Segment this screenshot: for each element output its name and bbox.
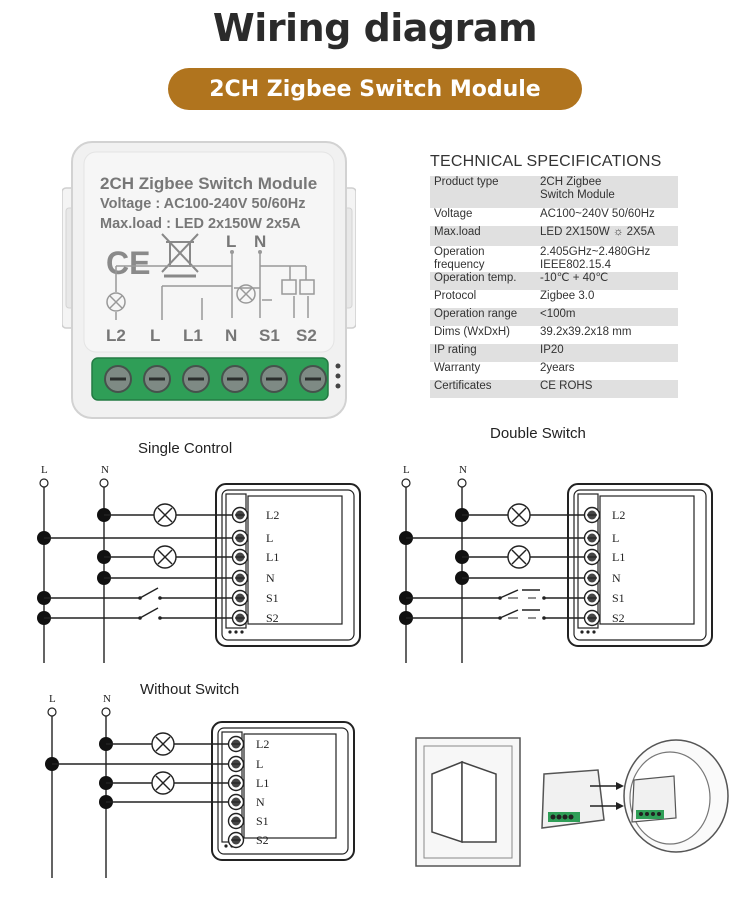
product-banner: 2CH Zigbee Switch Module	[168, 68, 582, 110]
spec-row: Certificates CE ROHS	[430, 380, 678, 398]
terminal-label: S1	[266, 591, 279, 605]
spec-key: Max.load	[434, 226, 481, 238]
spec-row: Dims (WxDxH) 39.2x39.2x18 mm	[430, 326, 678, 344]
spec-key: Operation temp.	[434, 272, 517, 284]
spec-value: IP20	[540, 344, 564, 356]
module-maxload: Max.load : LED 2x150W 2x5A	[100, 216, 301, 232]
spec-value: -10℃ + 40℃	[540, 272, 609, 284]
product-banner-label: 2CH Zigbee Switch Module	[209, 76, 541, 102]
terminal-label: S1	[256, 814, 269, 828]
terminal-point	[457, 478, 467, 488]
terminal-label: S2	[612, 611, 625, 625]
module-name: 2CH Zigbee Switch Module	[100, 174, 318, 193]
terminal-label: L2	[256, 737, 269, 751]
caption-without-switch: Without Switch	[140, 681, 240, 698]
terminal-label: L1	[266, 550, 279, 564]
module-terminal-label: N	[225, 326, 238, 345]
terminal-label: L2	[266, 508, 279, 522]
spec-value: <100m	[540, 308, 576, 320]
module-top-label-n: N	[254, 232, 267, 251]
terminal-label: N	[612, 571, 621, 585]
line-label-n: N	[101, 464, 109, 476]
terminal-label: L2	[612, 508, 625, 522]
specs-title: TECHNICAL SPECIFICATIONS	[430, 153, 662, 170]
installation-illustration	[415, 737, 729, 867]
terminal-label: L1	[612, 550, 625, 564]
terminal-label: L	[266, 531, 273, 545]
spec-row: Warranty 2years	[430, 362, 678, 380]
spec-key: Operation frequency	[434, 246, 485, 271]
spec-value: Zigbee 3.0	[540, 290, 595, 302]
module-voltage: Voltage : AC100-240V 50/60Hz	[100, 196, 306, 212]
spec-value: 2.405GHz~2.480GHz IEEE802.15.4	[540, 246, 651, 271]
terminal-label: S2	[266, 611, 279, 625]
spec-value: AC100~240V 50/60Hz	[540, 208, 655, 220]
module-top-label-l: L	[226, 232, 237, 251]
ce-mark-icon: CE	[106, 245, 150, 281]
spec-value: 39.2x39.2x18 mm	[540, 326, 632, 338]
caption-double-switch: Double Switch	[490, 425, 586, 442]
module-terminal-label: L1	[183, 326, 203, 345]
caption-single-control: Single Control	[138, 440, 233, 457]
module-body-drawing: CE	[62, 141, 356, 419]
terminal-screws	[104, 365, 327, 393]
spec-key: Warranty	[434, 362, 481, 374]
spec-row: Protocol Zigbee 3.0	[430, 290, 678, 308]
rocker-left	[431, 760, 463, 844]
line-label-l: L	[403, 464, 410, 476]
module-outline	[567, 483, 713, 647]
module-terminal-label: L	[150, 326, 161, 345]
spec-key: Dims (WxDxH)	[434, 326, 511, 338]
spec-key: Operation range	[434, 308, 518, 320]
spec-row: Operation frequency 2.405GHz~2.480GHz IEE…	[430, 246, 678, 272]
line-label-n: N	[103, 693, 111, 705]
spec-key: IP rating	[434, 344, 477, 356]
spec-row: Operation temp. -10℃ + 40℃	[430, 272, 678, 290]
terminal-point	[47, 707, 57, 717]
terminal-point	[39, 478, 49, 488]
module-illustration: CE	[62, 138, 356, 422]
line-label-l: L	[49, 693, 56, 705]
spec-row: Operation range <100m	[430, 308, 678, 326]
terminal-label: L1	[256, 776, 269, 790]
module-terminal-label: S2	[296, 326, 317, 345]
terminal-point	[401, 478, 411, 488]
module-terminal-label: L2	[106, 326, 126, 345]
line-label-n: N	[459, 464, 467, 476]
spec-value: LED 2X150W ☼ 2X5A	[540, 226, 655, 238]
spec-value: 2CH Zigbee Switch Module	[540, 176, 615, 201]
spec-value: 2years	[540, 362, 575, 374]
terminal-label: S1	[612, 591, 625, 605]
terminal-label: N	[266, 571, 275, 585]
spec-key: Voltage	[434, 208, 473, 220]
terminal-label: S2	[256, 833, 269, 847]
spec-key: Product type	[434, 176, 499, 188]
rocker-right	[461, 760, 497, 843]
module-outline	[211, 721, 355, 861]
module-outline	[215, 483, 361, 647]
page-title: Wiring diagram	[212, 6, 538, 50]
spec-key: Certificates	[434, 380, 492, 392]
spec-key: Protocol	[434, 290, 477, 302]
module-terminal-label: S1	[259, 326, 280, 345]
line-label-l: L	[41, 464, 48, 476]
terminal-point	[101, 707, 111, 717]
spec-row: Max.load LED 2X150W ☼ 2X5A	[430, 226, 678, 246]
spec-value: CE ROHS	[540, 380, 593, 392]
spec-row: IP rating IP20	[430, 344, 678, 362]
spec-row: Product type 2CH Zigbee Switch Module	[430, 176, 678, 208]
terminal-label: N	[256, 795, 265, 809]
spec-row: Voltage AC100~240V 50/60Hz	[430, 208, 678, 226]
terminal-label: L	[256, 757, 263, 771]
terminal-point	[99, 478, 109, 488]
terminal-label: L	[612, 531, 619, 545]
